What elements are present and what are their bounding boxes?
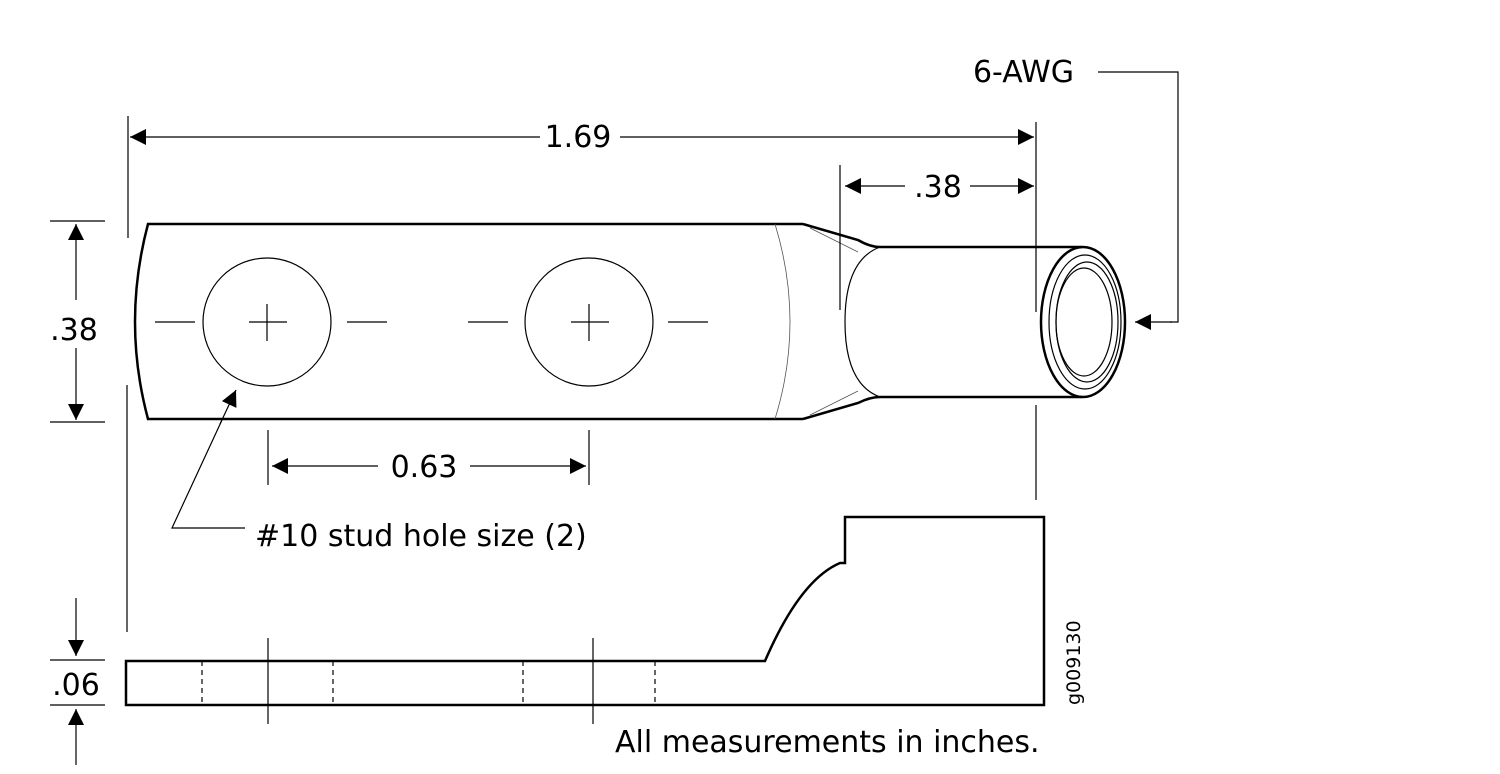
units-note: All measurements in inches. bbox=[615, 725, 1040, 760]
barrel-end-outer bbox=[1039, 245, 1127, 399]
tongue-bend-line bbox=[774, 223, 791, 420]
top-view bbox=[133, 222, 1127, 421]
dimensions: 1.69 .38 .38 0.63 #10 stud hole size (2)… bbox=[50, 55, 1179, 632]
taper-top bbox=[802, 222, 1082, 249]
barrel-base-edge bbox=[844, 246, 881, 398]
stud-hole-label: #10 stud hole size (2) bbox=[255, 519, 587, 554]
barrel-length-label: .38 bbox=[914, 170, 962, 205]
stud-hole-2 bbox=[524, 257, 654, 387]
wire-gauge-label: 6-AWG bbox=[973, 55, 1074, 90]
overall-length-label: 1.69 bbox=[545, 120, 612, 155]
hole-center-marks bbox=[249, 304, 609, 341]
figure-id: g009130 bbox=[1063, 620, 1085, 705]
side-profile bbox=[124, 515, 1046, 707]
thickness-label: .06 bbox=[52, 668, 100, 703]
hole-hidden-lines bbox=[201, 661, 656, 705]
lug-tongue-outline bbox=[133, 222, 803, 421]
side-view: .06 g009130 All measurements in inches. bbox=[50, 515, 1085, 765]
taper-bottom bbox=[802, 395, 1082, 421]
stud-hole-1 bbox=[202, 257, 332, 387]
width-label: .38 bbox=[50, 313, 98, 348]
hole-spacing-label: 0.63 bbox=[391, 450, 458, 485]
barrel-bore bbox=[1055, 267, 1113, 377]
